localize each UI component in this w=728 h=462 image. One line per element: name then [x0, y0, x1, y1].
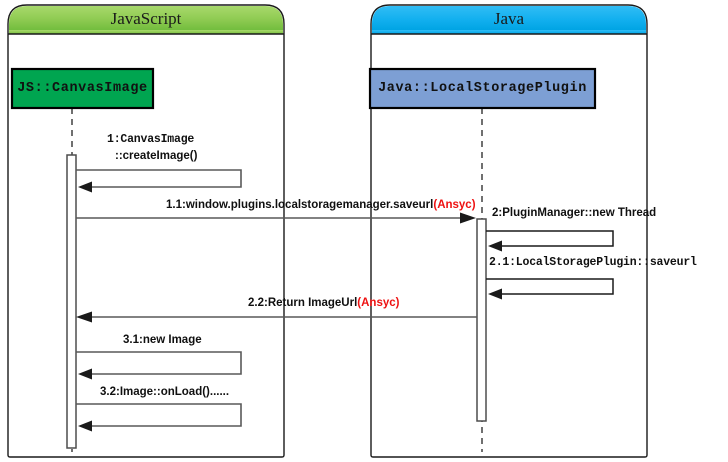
message-3-1-new-image: [76, 351, 242, 380]
lane-javascript: [7, 4, 285, 458]
object-label-java-localstorageplugin: Java::LocalStoragePlugin: [378, 81, 587, 96]
message-label-3-1: 3.1:new Image: [123, 334, 202, 346]
lane-title-javascript: JavaScript: [110, 9, 182, 28]
message-label-2-2: 2.2:Return ImageUrl(Ansyc): [248, 297, 399, 309]
message-label-1-line1: 1:CanvasImage: [107, 133, 195, 146]
message-2-2-return-imageurl: [76, 311, 477, 323]
message-label-2-2-text: 2.2:Return ImageUrl: [248, 297, 358, 309]
object-box-java-localstorageplugin[interactable]: [368, 67, 597, 110]
lane-title-java: Java: [493, 9, 525, 28]
message-label-3-2: 3.2:Image::onLoad()......: [100, 386, 230, 398]
message-label-1-1-text: 1.1:window.plugins.localstoragemanager.s…: [166, 199, 434, 211]
activation-bar-javascript: [66, 154, 77, 449]
message-1-1-saveurl: [76, 212, 476, 224]
message-1-canvasimage-createimage: [76, 169, 242, 193]
message-2-1-localstorageplugin-saveurl: [486, 278, 614, 300]
message-label-2-2-async: (Ansyc): [357, 297, 400, 309]
message-2-pluginmanager-new-thread: [486, 230, 614, 252]
message-label-2: 2:PluginManager::new Thread: [492, 207, 657, 219]
message-label-1-1: 1.1:window.plugins.localstoragemanager.s…: [166, 199, 476, 211]
object-box-js-canvasimage[interactable]: [10, 67, 155, 110]
message-3-2-image-onload: [76, 403, 242, 432]
object-label-js-canvasimage: JS::CanvasImage: [17, 81, 148, 96]
message-label-1-line2: ::createImage(): [115, 150, 198, 162]
message-label-2-1: 2.1:LocalStoragePlugin::saveurl: [489, 256, 697, 269]
activation-bar-java: [476, 218, 487, 422]
message-label-1-1-async: (Ansyc): [433, 199, 476, 211]
